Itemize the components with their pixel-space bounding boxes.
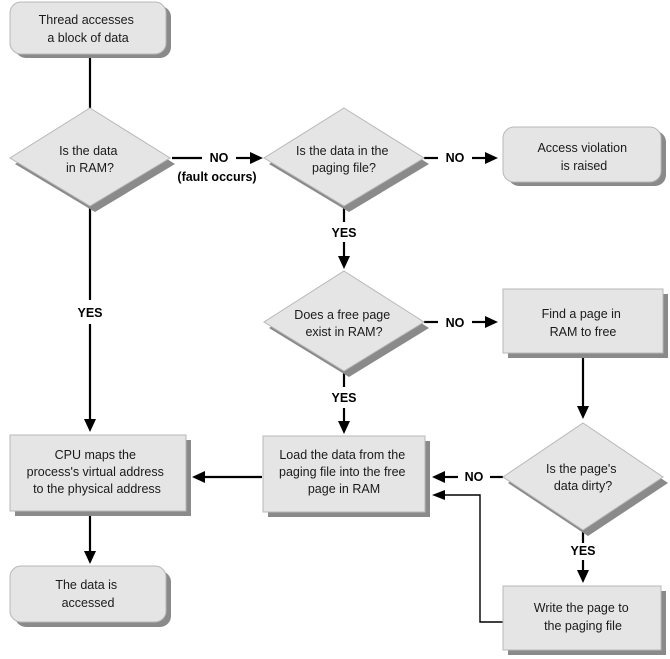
node-text-line: process's virtual address [27, 465, 164, 479]
svg-text:Thread accesses a block: Thread accesses a block of data [39, 13, 138, 45]
svg-text:Access violation is rais: Access violation is raised [537, 141, 630, 173]
node-text-line: Is the page's [546, 462, 617, 476]
node-find-page: Find a page in RAM to free [502, 288, 668, 358]
arrowhead [250, 152, 263, 164]
arrowhead [192, 471, 205, 483]
node-text-line: CPU maps the [55, 448, 136, 462]
arrowhead [338, 421, 350, 434]
node-text-line: Is the data [59, 144, 117, 158]
node-load-data: Load the data from the paging file into … [262, 435, 430, 517]
arrowhead [84, 551, 96, 564]
arrowhead [485, 316, 498, 328]
node-text-line: Write the page to [534, 601, 629, 615]
label-yes: YES [77, 306, 102, 320]
decision-in-ram: Is the data in RAM? [9, 107, 175, 212]
node-text-line: the paging file [544, 619, 622, 633]
label-yes: YES [331, 226, 356, 240]
node-cpu-maps: CPU maps the process's virtual address t… [9, 434, 191, 516]
node-text-line: a block of data [47, 31, 128, 45]
decision-free-page: Does a free page exist in RAM? [263, 270, 429, 377]
edges [84, 58, 589, 623]
svg-text:Write the page to the pa: Write the page to the paging file [534, 601, 632, 633]
svg-text:Is the data in the pagin: Is the data in the paging file? [296, 144, 392, 175]
node-text-line: Thread accesses [39, 13, 134, 27]
label-no: NO [465, 470, 484, 484]
decision-in-paging-file: Is the data in the paging file? [263, 107, 429, 212]
node-text-line: Find a page in [542, 307, 621, 321]
label-no: NO [446, 151, 465, 165]
node-start: Thread accesses a block of data [9, 1, 171, 58]
node-text-line: is raised [561, 159, 608, 173]
node-text-line: Does a free page [294, 308, 390, 322]
node-text-line: page in RAM [308, 482, 380, 496]
node-access-violation: Access violation is raised [502, 126, 666, 186]
node-accessed: The data is accessed [9, 565, 171, 627]
arrowhead [432, 471, 445, 483]
edge-write-page-to-load-data [443, 494, 503, 623]
node-text-line: Load the data from the [279, 448, 405, 462]
svg-text:The data is accessed: The data is accessed [55, 578, 120, 610]
node-text-line: to the physical address [33, 482, 161, 496]
node-text-line: accessed [62, 596, 115, 610]
label-yes: YES [331, 391, 356, 405]
svg-text:Does a free page exist i: Does a free page exist in RAM? [294, 308, 393, 339]
node-write-page: Write the page to the paging file [502, 585, 666, 655]
svg-text:Is the page's data dirty: Is the page's data dirty? [546, 462, 620, 493]
decision-page-dirty: Is the page's data dirty? [502, 422, 668, 536]
node-text-line: Is the data in the [296, 144, 388, 158]
node-text-line: paging file? [312, 161, 376, 175]
svg-text:Find a page in RAM to fr: Find a page in RAM to free [542, 307, 625, 339]
edge-labels: NO (fault occurs) NO YES NO YES YES NO Y… [77, 151, 595, 558]
arrowhead [84, 419, 96, 432]
arrowhead [432, 490, 445, 500]
label-yes: YES [570, 544, 595, 558]
node-text-line: data dirty? [554, 479, 612, 493]
node-text-line: exist in RAM? [305, 325, 382, 339]
node-text-line: RAM to free [550, 325, 617, 339]
label-fault-occurs: (fault occurs) [177, 170, 256, 184]
svg-text:Load the data from the p: Load the data from the paging file into … [279, 448, 409, 496]
arrowhead [485, 152, 498, 164]
node-text-line: Access violation [537, 141, 627, 155]
node-text-line: paging file into the free [279, 465, 406, 479]
svg-text:CPU maps the process's v: CPU maps the process's virtual address t… [27, 448, 168, 496]
arrowhead [338, 256, 350, 269]
node-text-line: in RAM? [66, 161, 114, 175]
label-no: NO [210, 151, 229, 165]
node-text-line: The data is [55, 578, 117, 592]
arrowhead [577, 570, 589, 583]
svg-text:Is the data in RAM?: Is the data in RAM? [59, 144, 121, 175]
arrowhead [577, 406, 589, 419]
label-no: NO [446, 316, 465, 330]
